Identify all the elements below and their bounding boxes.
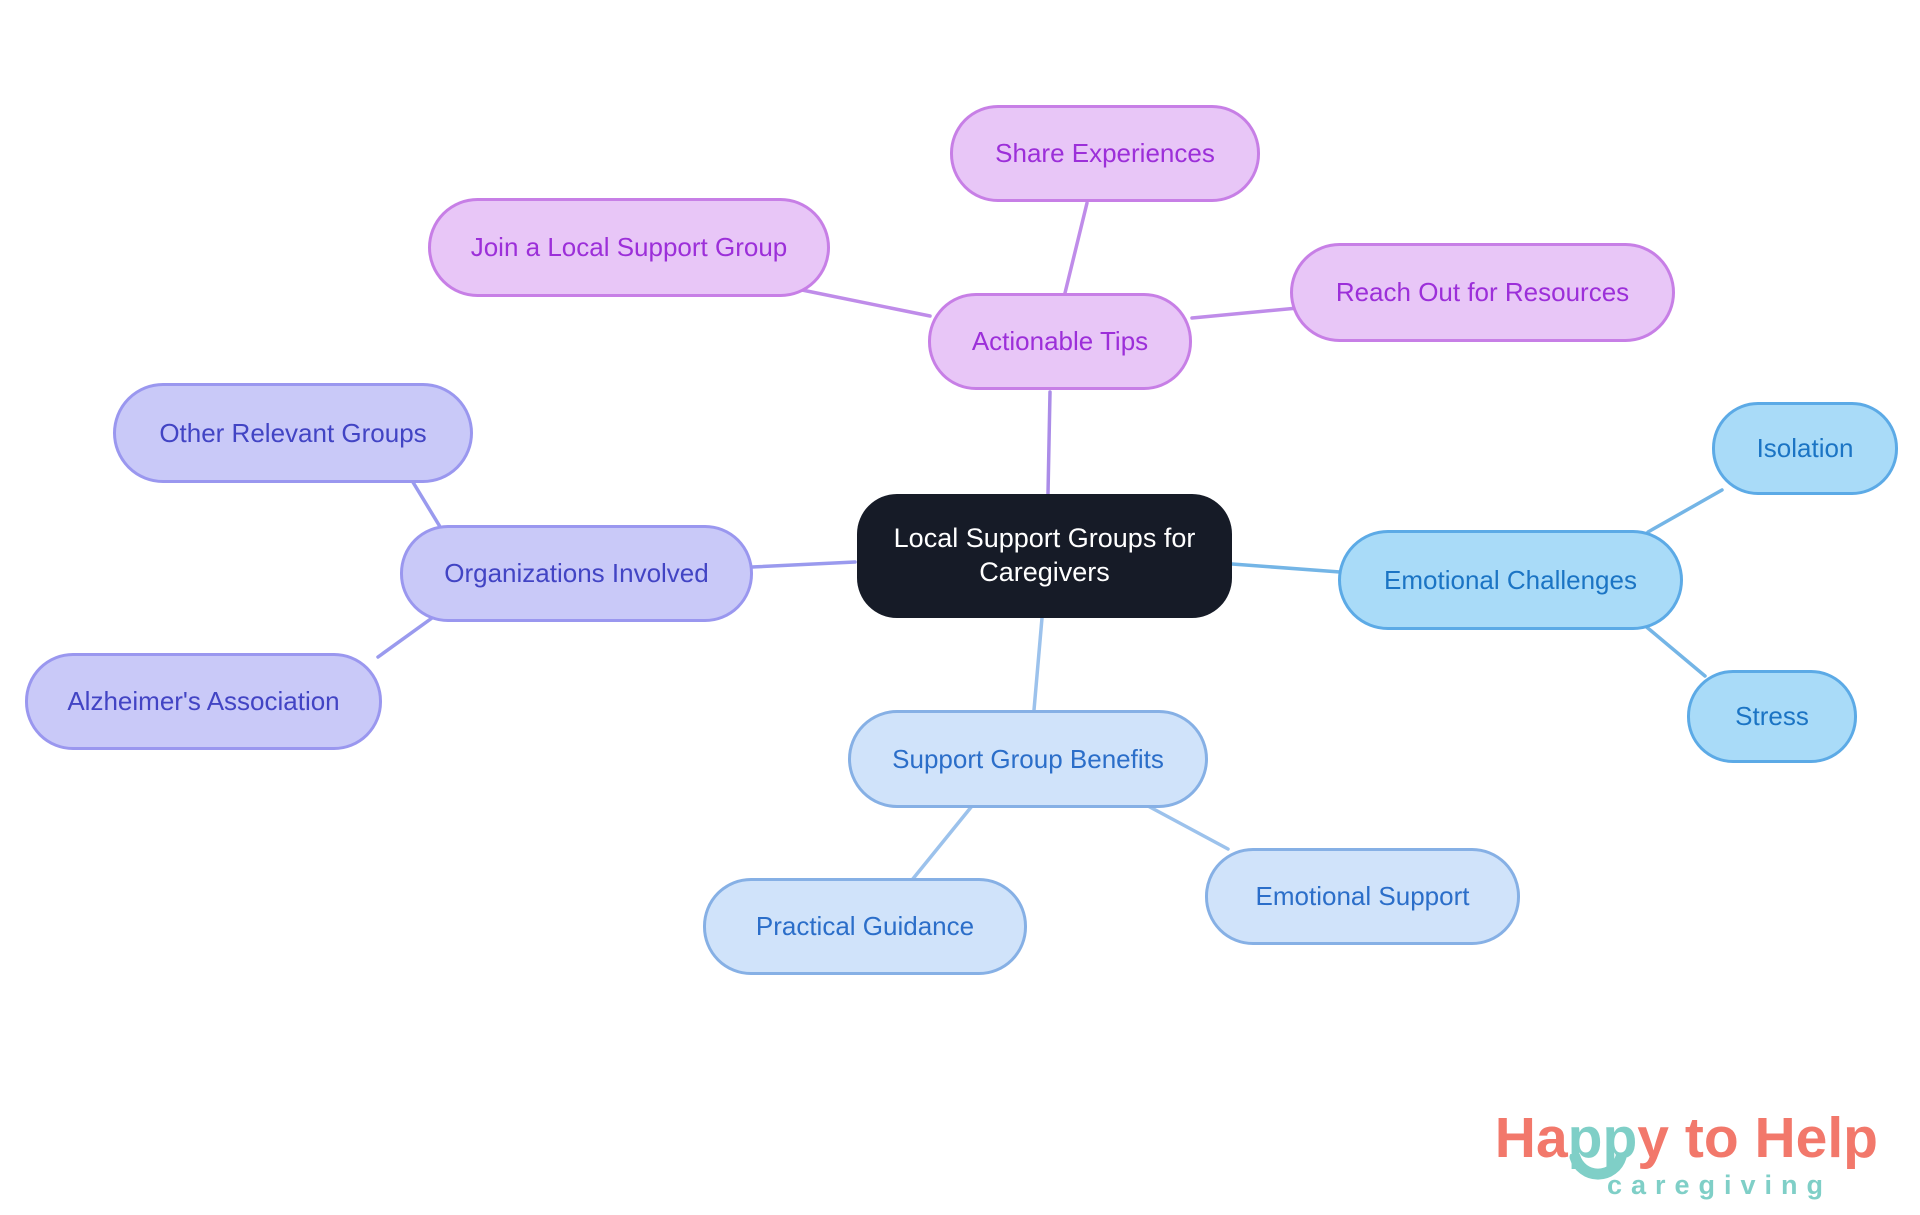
node-central-topic[interactable]: Local Support Groups for Caregivers <box>857 494 1232 618</box>
edge-benefits-practical <box>910 804 974 882</box>
edge-organizations-alzheimers <box>376 616 434 659</box>
node-other-relevant-groups[interactable]: Other Relevant Groups <box>113 383 473 483</box>
node-emotional-support[interactable]: Emotional Support <box>1205 848 1520 945</box>
node-join-local-support-group[interactable]: Join a Local Support Group <box>428 198 830 297</box>
edge-tips-join <box>800 288 932 318</box>
edge-challenges-stress <box>1641 622 1707 678</box>
node-support-group-benefits[interactable]: Support Group Benefits <box>848 710 1208 808</box>
node-practical-guidance[interactable]: Practical Guidance <box>703 878 1027 975</box>
logo-text-ha: Ha <box>1494 1106 1568 1170</box>
logo-text-y-to-help: y to Help <box>1637 1106 1878 1170</box>
node-isolation[interactable]: Isolation <box>1712 402 1898 495</box>
node-actionable-tips[interactable]: Actionable Tips <box>928 293 1192 390</box>
node-share-experiences[interactable]: Share Experiences <box>950 105 1260 202</box>
node-alzheimers-association[interactable]: Alzheimer's Association <box>25 653 382 750</box>
edge-tips-share <box>1063 201 1089 295</box>
edge-benefits-emotional-support <box>1146 804 1230 851</box>
node-organizations-involved[interactable]: Organizations Involved <box>400 525 753 622</box>
edge-tips-reach <box>1190 306 1300 320</box>
logo-text-pp: pp <box>1568 1110 1637 1180</box>
edge-central-challenges <box>1230 562 1342 574</box>
node-stress[interactable]: Stress <box>1687 670 1857 763</box>
edge-central-benefits <box>1032 616 1044 712</box>
edge-challenges-isolation <box>1646 488 1724 534</box>
edge-organizations-other <box>406 472 444 532</box>
node-reach-out-for-resources[interactable]: Reach Out for Resources <box>1290 243 1675 342</box>
logo-subtitle: caregiving <box>1606 1170 1832 1200</box>
node-emotional-challenges[interactable]: Emotional Challenges <box>1338 530 1683 630</box>
edge-central-organizations <box>750 560 857 569</box>
smile-icon <box>1569 1154 1627 1180</box>
edge-central-tips <box>1046 390 1052 496</box>
